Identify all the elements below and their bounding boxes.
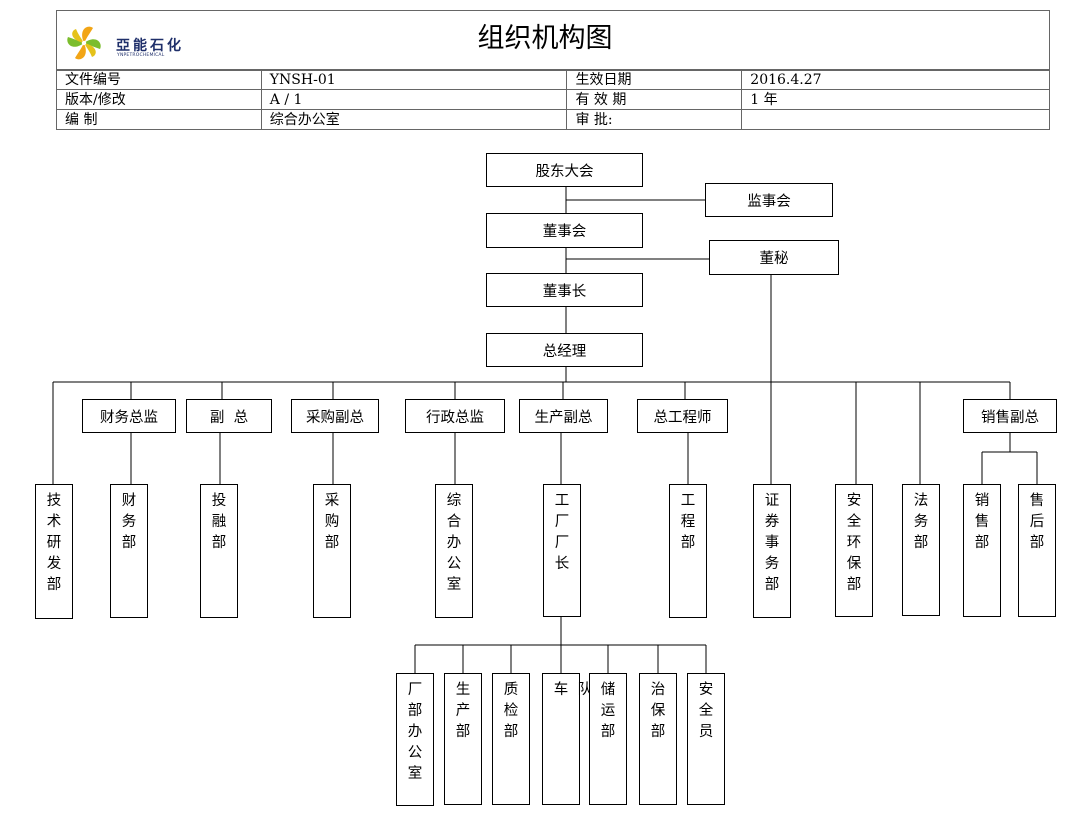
- node-fleet[interactable]: 车 队: [542, 673, 592, 805]
- meta-row: 编 制 综合办公室 审 批:: [56, 109, 1050, 130]
- node-board-secretary[interactable]: 董秘: [709, 240, 839, 275]
- document-title: 组织机构图: [477, 23, 613, 54]
- node-production-vp[interactable]: 生产副总: [519, 399, 608, 433]
- node-supervisory-board[interactable]: 监事会: [705, 183, 833, 217]
- node-label: 质检部: [503, 682, 519, 740]
- node-securities-dept[interactable]: 证券事务部: [753, 484, 791, 618]
- node-purchasing-dept[interactable]: 采购部: [313, 484, 351, 618]
- node-safety-officer[interactable]: 安全员: [687, 673, 725, 805]
- pinwheel-logo-icon: [67, 26, 101, 60]
- node-general-office[interactable]: 综合办公室: [435, 484, 473, 618]
- document-header: 亞能石化 YNPETROCHEMICAL 组织机构图 文件编号 YNSH-01 …: [56, 10, 1050, 135]
- meta-value: YNSH-01: [260, 69, 568, 90]
- node-label: 总工程师: [653, 409, 712, 426]
- node-label: 销售副总: [981, 409, 1039, 426]
- node-investment-dept[interactable]: 投融部: [200, 484, 238, 618]
- company-name: 亞能石化: [116, 38, 184, 54]
- node-factory-office[interactable]: 厂部办公室: [396, 673, 434, 806]
- node-label: 工厂厂长: [554, 493, 570, 572]
- node-shareholders-meeting[interactable]: 股东大会: [486, 153, 643, 187]
- node-label: 董秘: [759, 251, 789, 267]
- node-chairman[interactable]: 董事长: [486, 273, 643, 307]
- node-label: 综合办公室: [446, 493, 462, 593]
- node-label: 工程部: [680, 493, 696, 551]
- node-label: 投融部: [211, 493, 227, 551]
- node-production-dept[interactable]: 生产部: [444, 673, 482, 805]
- node-label: 储运部: [600, 682, 616, 740]
- node-engineering-dept[interactable]: 工程部: [669, 484, 707, 618]
- node-after-sales-dept[interactable]: 售后部: [1018, 484, 1056, 617]
- node-label: 董事会: [542, 224, 587, 240]
- node-label: 生产部: [455, 682, 471, 740]
- node-label: 治保部: [650, 682, 666, 740]
- node-general-manager[interactable]: 总经理: [486, 333, 643, 367]
- node-label: 销售部: [974, 493, 990, 551]
- node-finance-director[interactable]: 财务总监: [82, 399, 176, 433]
- node-sales-vp[interactable]: 销售副总: [963, 399, 1057, 433]
- node-chief-engineer[interactable]: 总工程师: [637, 399, 728, 433]
- node-finance-dept[interactable]: 财务部: [110, 484, 148, 618]
- document-meta-table: 文件编号 YNSH-01 生效日期 2016.4.27 版本/修改 A / 1 …: [56, 69, 1050, 130]
- node-safety-environment-dept[interactable]: 安全环保部: [835, 484, 873, 617]
- node-purchasing-vp[interactable]: 采购副总: [291, 399, 379, 433]
- node-label: 总经理: [542, 343, 587, 360]
- meta-label: 生效日期: [566, 69, 743, 90]
- node-board-of-directors[interactable]: 董事会: [486, 213, 643, 248]
- node-label: 技术研发部: [46, 493, 62, 593]
- meta-label: 编 制: [56, 109, 262, 130]
- node-storage-transport-dept[interactable]: 储运部: [589, 673, 627, 805]
- node-label: 车 队: [553, 682, 592, 698]
- meta-label: 有 效 期: [566, 89, 743, 110]
- node-label: 安全员: [698, 682, 714, 740]
- node-label: 法务部: [913, 493, 929, 551]
- meta-row: 版本/修改 A / 1 有 效 期 1 年: [56, 89, 1050, 110]
- node-deputy-general-manager[interactable]: 副 总: [186, 399, 272, 433]
- node-factory-director[interactable]: 工厂厂长: [543, 484, 581, 617]
- node-tech-rd-dept[interactable]: 技术研发部: [35, 484, 73, 619]
- node-label: 监事会: [747, 193, 791, 210]
- node-label: 证券事务部: [764, 493, 780, 593]
- node-label: 股东大会: [535, 163, 594, 180]
- node-label: 副 总: [209, 409, 249, 426]
- node-sales-dept[interactable]: 销售部: [963, 484, 1001, 617]
- node-label: 董事长: [542, 283, 587, 300]
- node-label: 生产副总: [534, 409, 593, 426]
- node-label: 财务部: [121, 493, 137, 551]
- node-security-dept[interactable]: 治保部: [639, 673, 677, 805]
- company-name-en: YNPETROCHEMICAL: [117, 53, 165, 58]
- node-label: 采购部: [324, 493, 340, 551]
- node-legal-dept[interactable]: 法务部: [902, 484, 940, 616]
- node-label: 厂部办公室: [407, 682, 423, 782]
- node-label: 采购副总: [306, 409, 364, 426]
- meta-value: [741, 109, 1050, 130]
- node-label: 财务总监: [100, 409, 158, 426]
- node-label: 安全环保部: [846, 493, 862, 593]
- meta-value: 综合办公室: [260, 109, 568, 130]
- node-label: 行政总监: [426, 409, 484, 426]
- node-quality-inspection-dept[interactable]: 质检部: [492, 673, 530, 805]
- meta-label: 审 批:: [566, 109, 743, 130]
- node-admin-director[interactable]: 行政总监: [405, 399, 505, 433]
- node-label: 售后部: [1029, 493, 1045, 551]
- company-logo: 亞能石化 YNPETROCHEMICAL: [61, 23, 211, 63]
